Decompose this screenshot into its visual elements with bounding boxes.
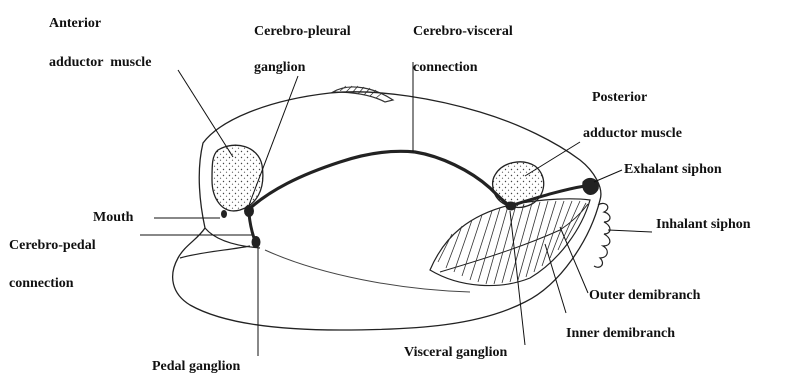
label-exhalant-siphon: Exhalant siphon	[624, 162, 722, 178]
leader-outer-demibranch	[560, 227, 588, 293]
label-cerebro-pedal-line2: connection	[9, 276, 74, 292]
label-anterior-adductor-line2: adductor muscle	[49, 55, 151, 71]
anterior-adductor-muscle	[212, 145, 263, 211]
pedal-ganglion	[252, 236, 261, 248]
leader-posterior-adductor	[525, 142, 580, 176]
gill-hatching	[438, 201, 586, 284]
label-anterior-adductor-line1: Anterior	[49, 16, 101, 32]
leader-inhalant-siphon	[608, 230, 652, 232]
label-cerebro-visceral-line2: connection	[413, 60, 478, 76]
label-cerebro-pleural-line1: Cerebro-pleural	[254, 24, 351, 40]
label-posterior-adductor-line2: adductor muscle	[583, 126, 682, 142]
cerebro-visceral-nerve	[248, 151, 510, 210]
label-inner-demibranch: Inner demibranch	[566, 326, 675, 342]
leader-cerebro-pleural	[249, 76, 298, 205]
label-cerebro-pedal-line1: Cerebro-pedal	[9, 238, 96, 254]
cerebro-pedal-nerve	[249, 214, 254, 238]
label-posterior-adductor-line1: Posterior	[592, 90, 647, 106]
foot-outline	[180, 228, 260, 258]
demibranch-divider	[440, 204, 588, 272]
label-cerebro-pleural-line2: ganglion	[254, 60, 305, 76]
leader-inner-demibranch	[545, 244, 566, 313]
label-visceral-ganglion: Visceral ganglion	[404, 345, 507, 361]
leader-exhalant-siphon	[594, 170, 622, 182]
label-outer-demibranch: Outer demibranch	[589, 288, 700, 304]
label-pedal-ganglion: Pedal ganglion	[152, 359, 240, 375]
leader-lines	[140, 62, 652, 356]
label-cerebro-visceral-line1: Cerebro-visceral	[413, 24, 513, 40]
label-mouth: Mouth	[93, 210, 133, 226]
leader-anterior-adductor	[178, 70, 233, 157]
leader-visceral-ganglion	[510, 211, 525, 345]
mouth-mark	[221, 210, 227, 218]
label-inhalant-siphon: Inhalant siphon	[656, 217, 751, 233]
inner-mantle-line	[265, 250, 470, 292]
visceral-ganglion	[506, 202, 517, 211]
